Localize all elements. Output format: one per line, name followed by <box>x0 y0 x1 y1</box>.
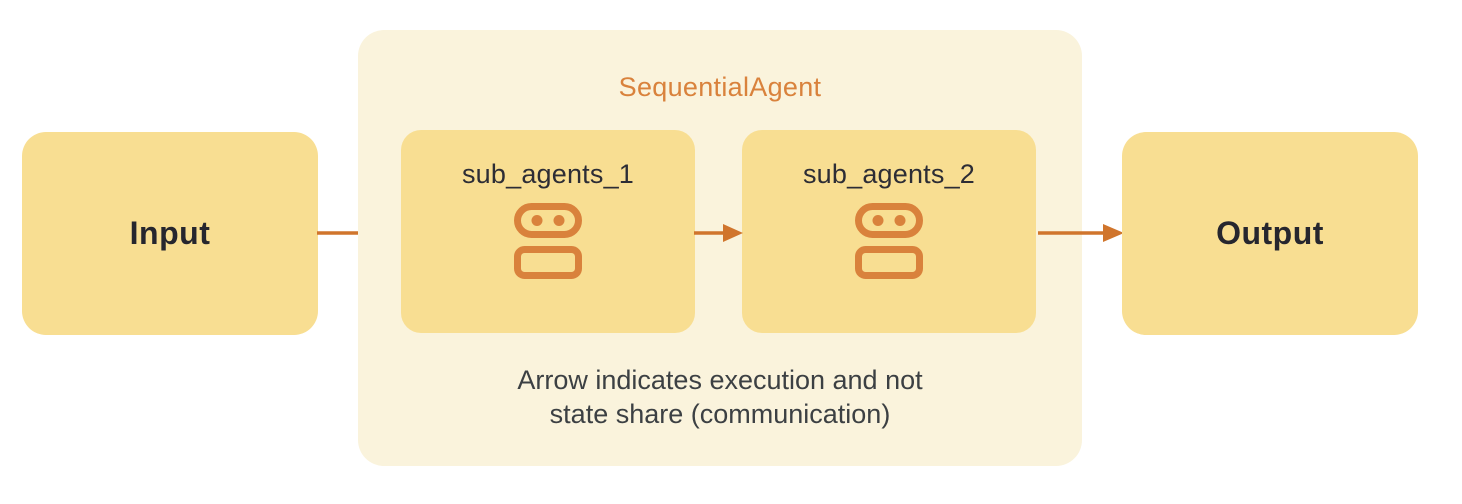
sequential-agent-container: SequentialAgent sub_agents_1 sub_agents_… <box>358 30 1082 466</box>
robot-icon <box>855 203 923 284</box>
input-node-label: Input <box>129 215 211 251</box>
sub-agent-node-2: sub_agents_2 <box>742 130 1036 333</box>
robot-icon <box>514 203 582 284</box>
arrow-sub2-to-output <box>1038 224 1124 242</box>
sub-agent-1-label: sub_agents_1 <box>461 159 635 189</box>
output-node: Output <box>1122 132 1418 335</box>
sub-agent-node-1: sub_agents_1 <box>401 130 695 333</box>
annotation-text: Arrow indicates execution and not state … <box>358 363 1082 431</box>
input-node: Input <box>22 132 318 335</box>
sub-agent-2-label: sub_agents_2 <box>802 159 976 189</box>
container-title: SequentialAgent <box>618 72 822 102</box>
arrow-sub1-to-sub2 <box>694 224 743 242</box>
annotation-line-1: Arrow indicates execution and not <box>517 365 923 395</box>
annotation-line-2: state share (communication) <box>549 399 891 429</box>
output-node-label: Output <box>1216 215 1324 251</box>
